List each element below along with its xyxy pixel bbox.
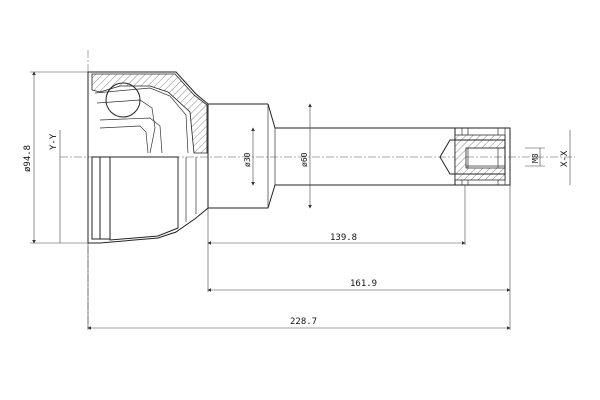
dim-label-overall: 228.7 [290, 317, 317, 327]
dim-label-60: ø60 [300, 152, 309, 167]
dim-label-30: ø30 [243, 152, 252, 167]
spline-end [439, 127, 511, 186]
dimension-shaft-length: 139.8 [207, 233, 466, 245]
ball-bearing [105, 82, 141, 118]
dim-label-94: ø94.8 [23, 145, 33, 172]
dimension-thread: M8 [525, 147, 545, 167]
bell-housing [87, 71, 209, 244]
axis-label-y: Y-Y [49, 133, 59, 150]
dimension-overall-length: 228.7 [87, 317, 511, 330]
shaft [208, 103, 455, 209]
dimension-shaft-diameter-small: ø30 [243, 127, 255, 186]
dim-label-139: 139.8 [330, 233, 357, 243]
axis-y: Y-Y [49, 130, 61, 243]
dimension-bell-diameter: ø94.8 [23, 71, 88, 244]
axis-x: X-X [560, 130, 571, 185]
axis-label-x: X-X [560, 150, 570, 167]
dimension-shaft-diameter-large: ø60 [300, 103, 312, 209]
dimension-flange-to-end: 161.9 [207, 279, 511, 292]
dim-label-m8: M8 [531, 153, 540, 163]
dim-label-161: 161.9 [350, 279, 377, 289]
